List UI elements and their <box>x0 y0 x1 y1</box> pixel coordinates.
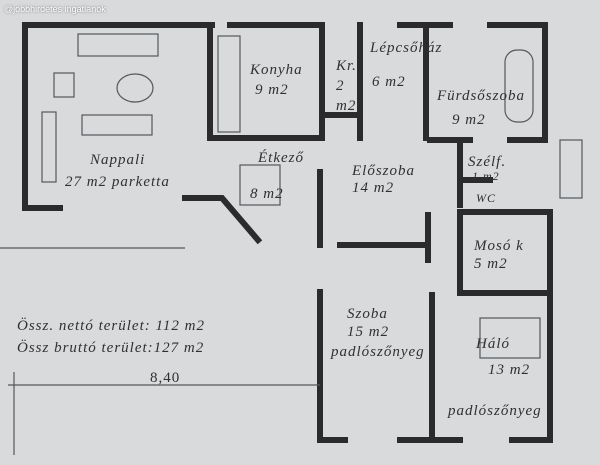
shelf-icon <box>41 111 57 183</box>
room-szelfogo-name: Szélf. <box>468 154 506 170</box>
dimension-label: 8,40 <box>150 370 180 386</box>
bathtub-icon <box>504 49 534 123</box>
room-labels: Nappali 27 m2 parketta Konyha 9 m2 Kr. 2… <box>17 40 542 419</box>
dining-table-icon <box>239 164 281 206</box>
room-moso-area: 5 m2 <box>474 256 508 272</box>
room-halo-name: Háló <box>475 336 510 352</box>
room-kamra-name: Kr. <box>335 58 357 74</box>
room-etkezo-name: Étkező <box>257 149 304 166</box>
room-szoba-area: 15 m2 <box>347 324 389 340</box>
room-moso-name: Mosó k <box>473 238 524 254</box>
room-halo-area: 13 m2 <box>488 362 530 378</box>
room-kamra-area-num: 2 <box>336 78 345 94</box>
room-eloszoba-name: Előszoba <box>351 163 415 179</box>
room-szelfogo-area: 1 m2 <box>472 169 500 183</box>
sofa-icon <box>77 33 159 57</box>
walls <box>22 22 553 443</box>
terrace-steps-icon <box>559 139 583 199</box>
room-furdoszoba-name: Fürdsőszoba <box>436 88 525 104</box>
room-szoba-name: Szoba <box>347 306 388 322</box>
room-lepcsohaz-name: Lépcsőház <box>369 40 442 56</box>
table-icon <box>116 73 154 103</box>
sofa-icon <box>81 114 153 136</box>
room-nappali-area: 27 m2 parketta <box>65 174 170 190</box>
furniture <box>0 33 583 455</box>
kitchen-counter-icon <box>217 35 241 133</box>
total-gross-area: Össz bruttó terület:127 m2 <box>17 339 204 356</box>
room-halo-floor: padlószőnyeg <box>447 403 542 419</box>
room-wc-name: WC <box>476 191 496 205</box>
watermark: @jobbhirdetes ingatlanok <box>4 4 106 14</box>
room-lepcsohaz-area: 6 m2 <box>372 74 406 90</box>
room-szoba-floor: padlószőnyeg <box>330 344 425 360</box>
total-net-area: Össz. nettó terület: 112 m2 <box>17 317 205 334</box>
room-konyha-area: 9 m2 <box>255 82 289 98</box>
armchair-icon <box>53 72 75 98</box>
room-konyha-name: Konyha <box>249 62 303 78</box>
room-eloszoba-area: 14 m2 <box>352 180 394 196</box>
room-etkezo-area: 8 m2 <box>250 186 284 202</box>
room-furdoszoba-area: 9 m2 <box>452 112 486 128</box>
room-kamra-area-unit: m2 <box>336 98 356 114</box>
room-nappali-name: Nappali <box>89 152 145 168</box>
bed-icon <box>479 317 541 359</box>
